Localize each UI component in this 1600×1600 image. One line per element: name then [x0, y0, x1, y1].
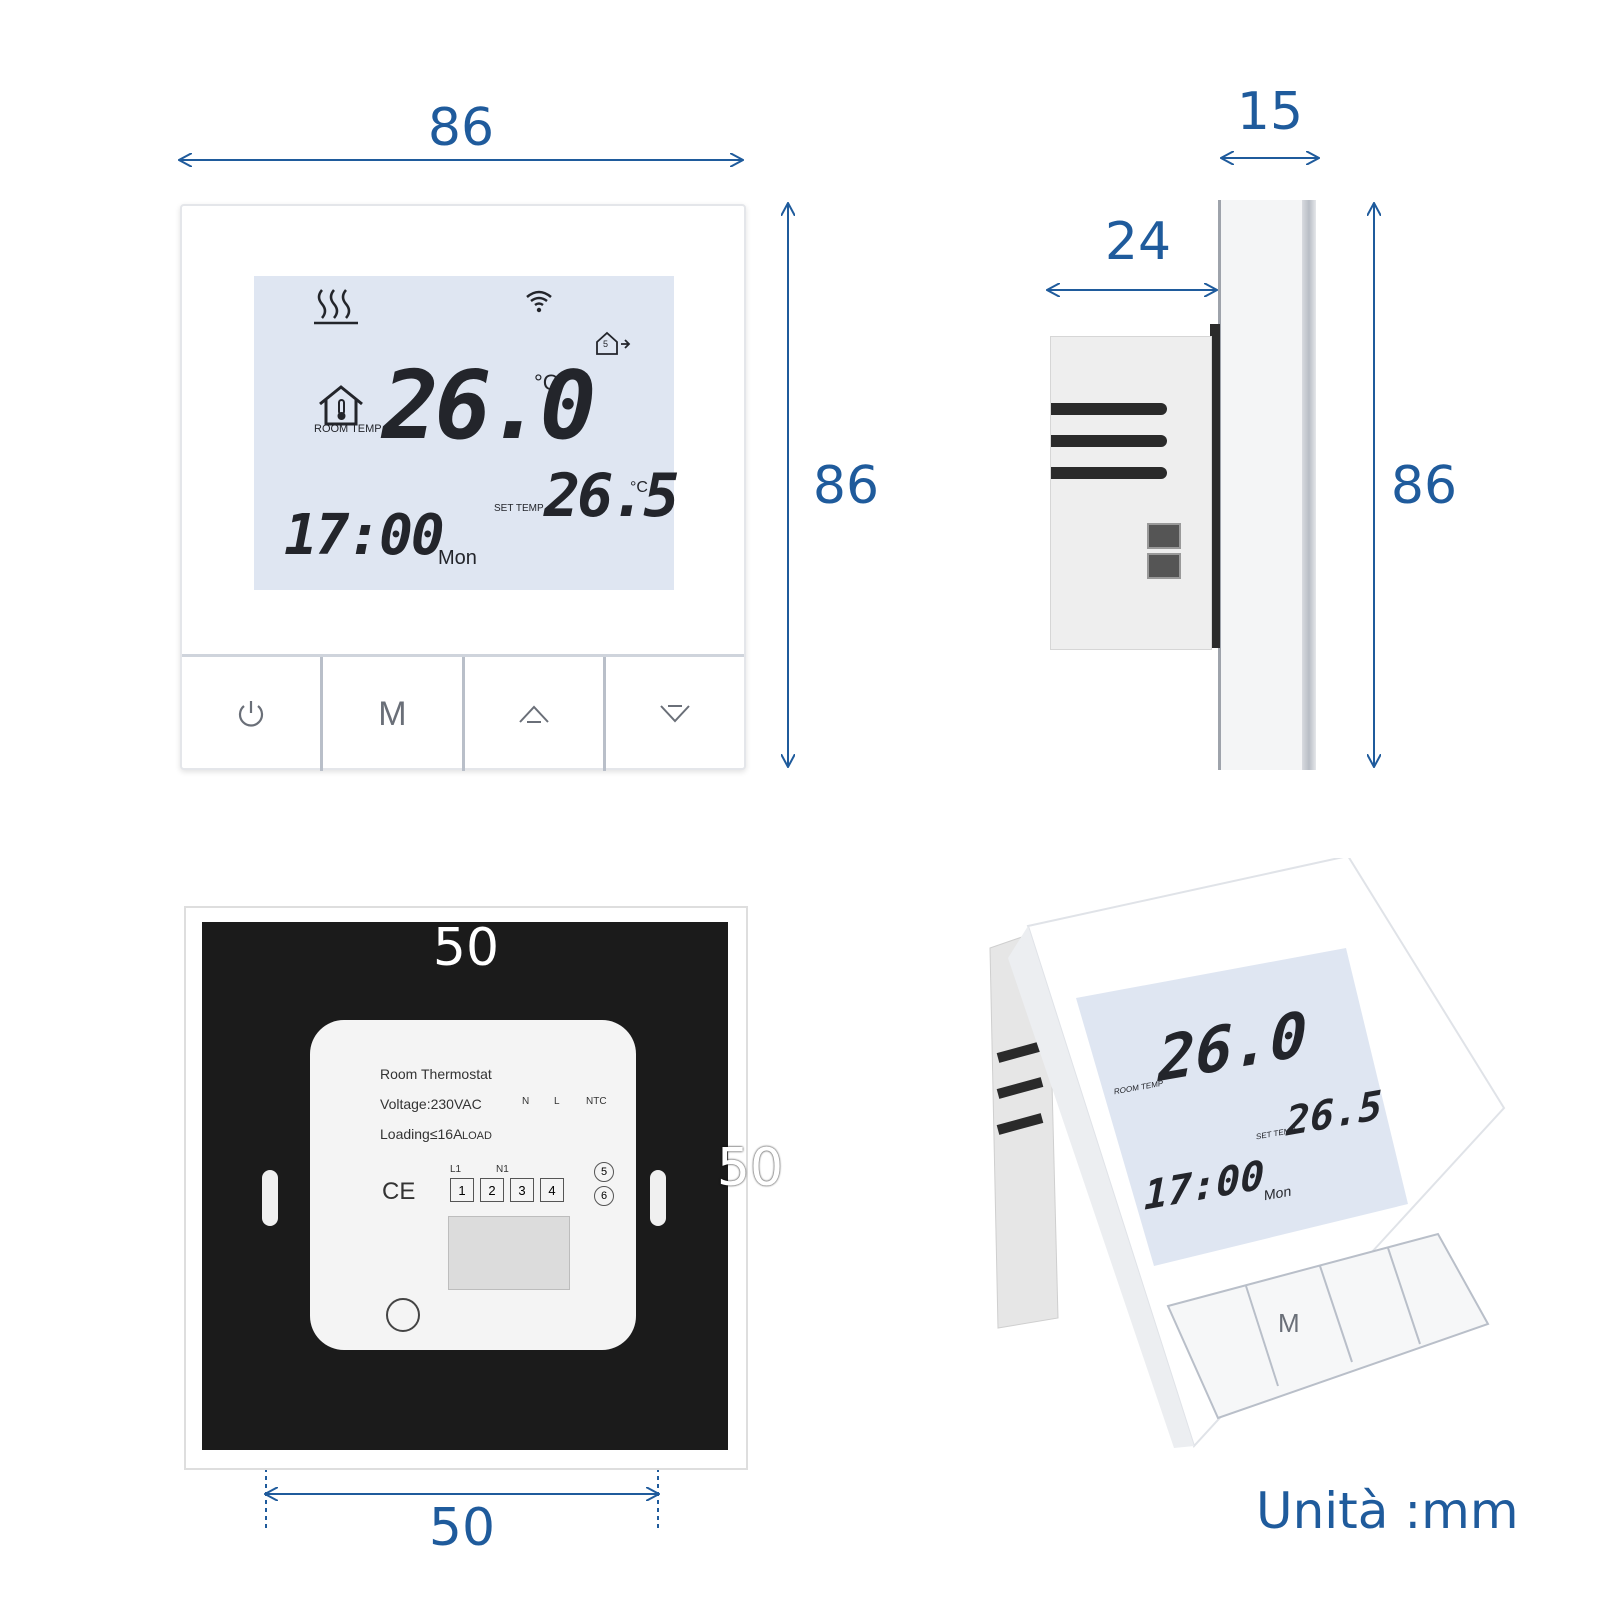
thermostat-perspective-view: 26.0 ROOM TEMP SET TEMP 26.5 17:00 Mon M: [968, 854, 1508, 1448]
back-l1-label: L1: [450, 1164, 462, 1175]
back-title: Room Thermostat: [380, 1066, 492, 1082]
back-inner-height-value: 50: [716, 1138, 784, 1198]
wifi-icon: [526, 290, 552, 313]
ce-mark: CE: [382, 1178, 416, 1205]
terminal-2: 2: [480, 1178, 504, 1202]
power-button[interactable]: [182, 657, 324, 771]
thermostat-front-view: 5 ROOM TEMP 26.0 °C SET TEMP 26.5 °C 17:…: [180, 204, 746, 771]
vent-slot-2: [1051, 435, 1167, 447]
screw-terminals: [448, 1216, 570, 1290]
back-load-label: LOAD: [462, 1130, 492, 1142]
side-gasket: [1210, 324, 1220, 648]
side-rear-body: [1050, 336, 1212, 650]
vent-slot-3: [1051, 467, 1167, 479]
thermostat-back-view: Room Thermostat Voltage:230VAC Loading≤1…: [184, 906, 748, 1470]
unit-label: Unità :mm: [1256, 1482, 1519, 1540]
button-row: M: [182, 654, 744, 771]
sensor-terminal-6: 6: [594, 1186, 614, 1206]
front-height-value: 86: [812, 456, 880, 516]
program-house-icon: [596, 331, 631, 355]
side-depth-value: 15: [1236, 82, 1304, 142]
up-arrow-icon: [518, 705, 549, 723]
terminal-3: 3: [510, 1178, 534, 1202]
back-module: Room Thermostat Voltage:230VAC Loading≤1…: [310, 1020, 636, 1350]
sensor-terminal-5: 5: [594, 1162, 614, 1182]
mounting-plate: Room Thermostat Voltage:230VAC Loading≤1…: [202, 922, 728, 1450]
power-icon: [239, 701, 264, 727]
set-temp-label: SET TEMP: [494, 503, 544, 514]
back-l-label: L: [554, 1096, 560, 1107]
mode-button[interactable]: M: [323, 657, 465, 771]
back-inner-width-value: 50: [432, 918, 500, 978]
set-temp-unit: °C: [630, 479, 648, 496]
adjust-screw-icon: [386, 1298, 420, 1332]
side-faceplate: [1218, 200, 1305, 770]
room-temp-value: 26.0: [382, 352, 596, 461]
side-glass-edge: [1302, 200, 1316, 770]
front-width-value: 86: [427, 98, 495, 158]
heating-icon: [314, 289, 358, 325]
room-temp-house-icon: [319, 385, 363, 426]
thermostat-side-view: [1050, 200, 1320, 770]
terminal-screw-1: [1147, 523, 1181, 549]
back-mount-width-value: 50: [428, 1498, 496, 1558]
back-ntc-label: NTC: [586, 1096, 607, 1107]
side-height-value: 86: [1390, 456, 1458, 516]
clock-time: 17:00: [284, 503, 445, 568]
perspective-illustration: [989, 854, 1506, 1448]
vent-slot-1: [1051, 403, 1167, 415]
back-n-label: N: [522, 1096, 530, 1107]
back-n1-label: N1: [496, 1164, 509, 1175]
room-temp-unit: °C: [534, 370, 559, 395]
down-button[interactable]: [606, 657, 744, 771]
side-body-value: 24: [1104, 212, 1172, 272]
terminal-1: 1: [450, 1178, 474, 1202]
persp-mode-label: M: [1278, 1308, 1300, 1338]
mount-slot-right: [650, 1170, 666, 1226]
terminal-4: 4: [540, 1178, 564, 1202]
day-of-week: Mon: [438, 547, 477, 569]
set-temp-value: 26.5: [544, 461, 679, 531]
terminal-screw-2: [1147, 553, 1181, 579]
lcd-screen: 5 ROOM TEMP 26.0 °C SET TEMP 26.5 °C 17:…: [254, 276, 679, 590]
back-voltage: Voltage:230VAC: [380, 1096, 482, 1112]
up-button[interactable]: [465, 657, 606, 771]
room-temp-label: ROOM TEMP: [314, 423, 382, 435]
program-number: 5: [603, 339, 609, 349]
back-loading: Loading≤16A: [380, 1126, 463, 1142]
terminal-block: 1 2 3 4: [450, 1178, 564, 1202]
mount-slot-left: [262, 1170, 278, 1226]
mode-button-label: M: [378, 694, 407, 733]
down-arrow-icon: [660, 705, 690, 723]
